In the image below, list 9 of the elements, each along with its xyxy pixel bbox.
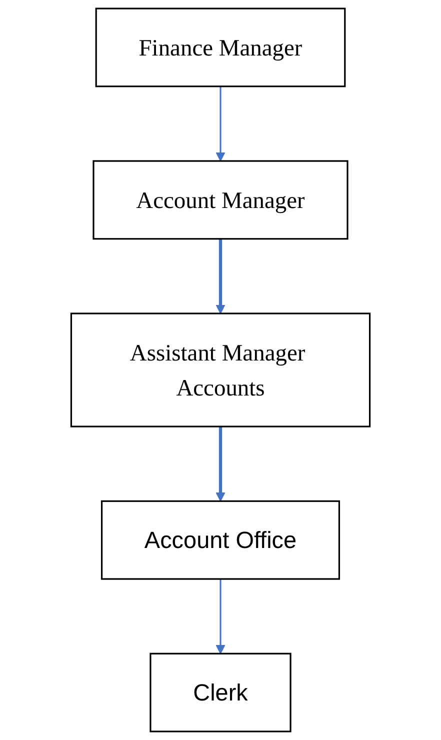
arrow xyxy=(216,426,226,502)
node-box: Account Office xyxy=(100,500,340,580)
arrow xyxy=(216,238,226,314)
node-box: Assistant Manager Accounts xyxy=(70,312,371,428)
node-box: Account Manager xyxy=(92,160,348,240)
arrow xyxy=(216,86,226,162)
node-box: Clerk xyxy=(150,652,292,732)
node-box: Finance Manager xyxy=(95,8,346,88)
arrow xyxy=(216,579,226,654)
